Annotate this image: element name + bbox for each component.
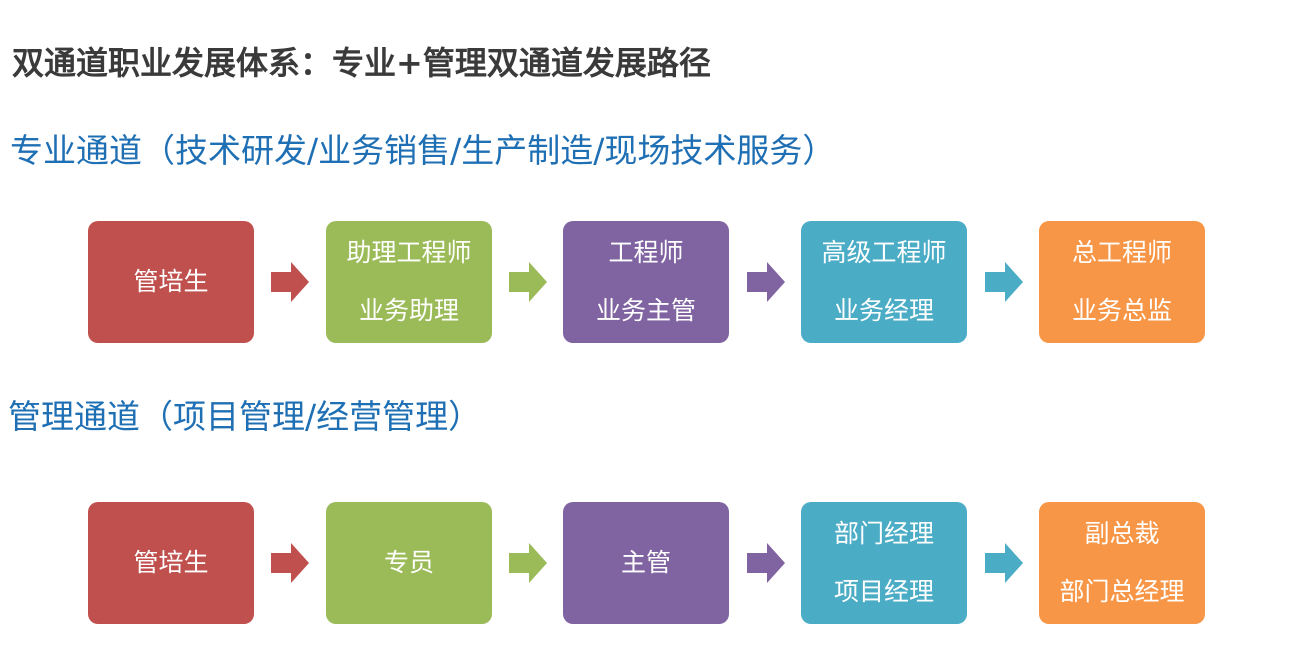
professional-step-4-line2: 业务经理 xyxy=(833,296,934,325)
management-step-2-box: 专员 xyxy=(326,502,492,624)
arrow-right-shape xyxy=(509,262,547,302)
arrow-right-shape xyxy=(747,262,785,302)
page-title: 双通道职业发展体系：专业+管理双通道发展路径 xyxy=(12,44,711,82)
arrow-right-shape xyxy=(985,262,1023,302)
management-step-2-line1: 专员 xyxy=(383,548,434,577)
management-track-flow: 管培生 专员 主管 部门经理 项目经理 副总裁 部门总经理 xyxy=(0,502,1299,624)
arrow-right-icon xyxy=(509,262,547,302)
arrow-right-shape xyxy=(747,543,785,583)
professional-step-5-line2: 业务总监 xyxy=(1071,296,1172,325)
professional-step-2-box: 助理工程师 业务助理 xyxy=(326,221,492,343)
professional-step-3-line1: 工程师 xyxy=(608,238,684,267)
professional-step-2-line2: 业务助理 xyxy=(358,296,459,325)
arrow-right-icon xyxy=(985,262,1023,302)
professional-track-flow: 管培生 助理工程师 业务助理 工程师 业务主管 高级工程师 业务经理 总工程师 … xyxy=(0,221,1299,343)
professional-step-2-line1: 助理工程师 xyxy=(346,238,472,267)
arrow-right-shape xyxy=(271,262,309,302)
professional-step-3-box: 工程师 业务主管 xyxy=(563,221,729,343)
arrow-right-icon xyxy=(509,543,547,583)
management-step-4-line2: 项目经理 xyxy=(833,577,934,606)
arrow-right-icon xyxy=(271,543,309,583)
management-step-5-line1: 副总裁 xyxy=(1084,519,1160,548)
professional-track-heading: 专业通道（技术研发/业务销售/生产制造/现场技术服务） xyxy=(10,131,836,170)
management-step-3-box: 主管 xyxy=(563,502,729,624)
management-step-5-line2: 部门总经理 xyxy=(1059,577,1185,606)
arrow-right-icon xyxy=(747,262,785,302)
arrow-right-shape xyxy=(271,543,309,583)
management-step-4-line1: 部门经理 xyxy=(833,519,934,548)
management-track-heading: 管理通道（项目管理/经营管理） xyxy=(8,397,482,436)
management-step-5-box: 副总裁 部门总经理 xyxy=(1039,502,1205,624)
arrow-right-shape xyxy=(985,543,1023,583)
arrow-right-icon xyxy=(985,543,1023,583)
professional-step-4-line1: 高级工程师 xyxy=(821,238,947,267)
management-step-1-box: 管培生 xyxy=(88,502,254,624)
professional-step-4-box: 高级工程师 业务经理 xyxy=(801,221,967,343)
professional-step-1-line1: 管培生 xyxy=(133,267,209,296)
management-step-1-line1: 管培生 xyxy=(133,548,209,577)
professional-step-5-box: 总工程师 业务总监 xyxy=(1039,221,1205,343)
arrow-right-shape xyxy=(509,543,547,583)
management-step-3-line1: 主管 xyxy=(620,548,671,577)
arrow-right-icon xyxy=(747,543,785,583)
professional-step-1-box: 管培生 xyxy=(88,221,254,343)
professional-step-5-line1: 总工程师 xyxy=(1071,238,1172,267)
professional-step-3-line2: 业务主管 xyxy=(595,296,696,325)
management-step-4-box: 部门经理 项目经理 xyxy=(801,502,967,624)
arrow-right-icon xyxy=(271,262,309,302)
